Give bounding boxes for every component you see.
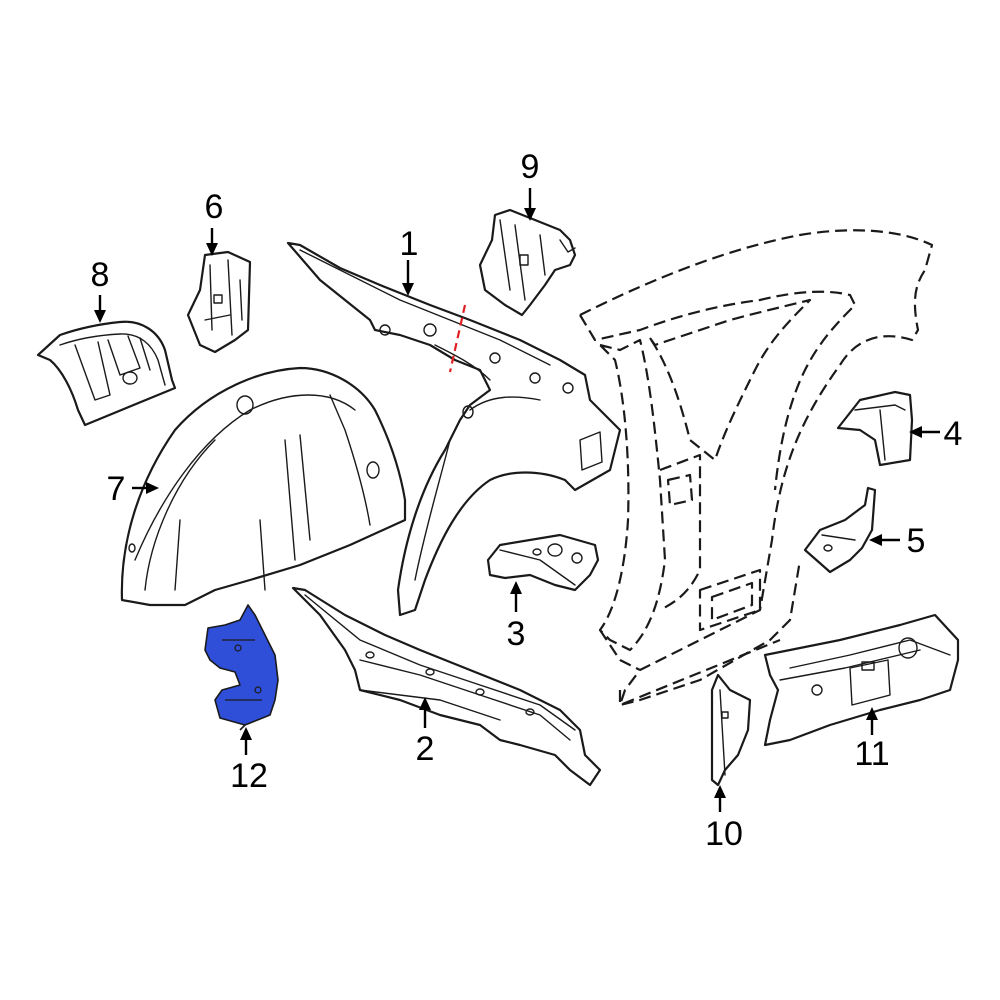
part-1-inner-quarter-panel — [286, 241, 622, 617]
part-2-rail — [291, 586, 602, 787]
callout-labels: 1 2 3 4 5 6 7 8 9 10 11 12 — [91, 148, 963, 853]
cut-line — [448, 304, 467, 373]
callout-4: 4 — [944, 415, 963, 453]
callout-8: 8 — [91, 256, 110, 294]
callout-10: 10 — [705, 815, 743, 853]
callout-6: 6 — [205, 188, 224, 226]
callout-arrows — [94, 188, 940, 812]
part-5-bracket — [803, 486, 877, 574]
part-7-inner-wheelhouse — [120, 366, 407, 607]
quarter-panel-outline — [579, 229, 934, 707]
part-9-bracket — [478, 208, 577, 317]
part-12-highlighted-bracket — [204, 604, 279, 731]
callout-5: 5 — [907, 522, 926, 560]
callout-1: 1 — [400, 225, 419, 263]
part-8-wheelhouse-extension — [36, 320, 177, 427]
callout-7: 7 — [107, 470, 126, 508]
callout-9: 9 — [521, 148, 540, 186]
callout-3: 3 — [507, 615, 526, 653]
part-11-panel — [763, 613, 960, 747]
part-10-pillar — [710, 673, 752, 787]
callout-2: 2 — [416, 730, 435, 768]
callout-12: 12 — [230, 757, 268, 795]
part-3-bracket — [486, 533, 600, 592]
callout-11: 11 — [854, 735, 889, 773]
part-6-bracket — [186, 250, 252, 354]
part-4-bracket — [836, 390, 914, 467]
